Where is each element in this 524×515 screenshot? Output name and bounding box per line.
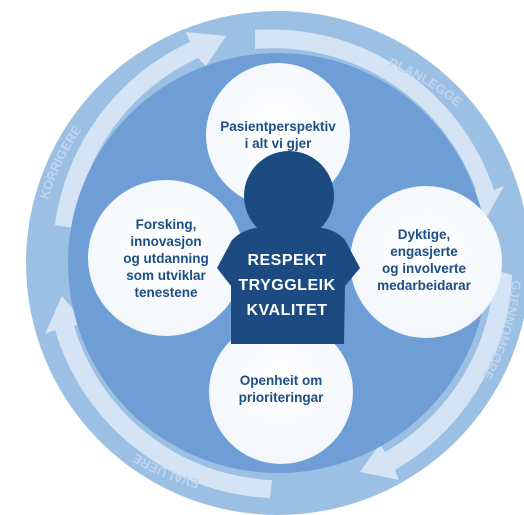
circle-left-line: og utdanning xyxy=(123,251,209,266)
person-body xyxy=(217,228,360,344)
person-figure xyxy=(217,151,360,344)
circle-left-line: innovasjon xyxy=(130,234,202,249)
circle-left-line: tenestene xyxy=(134,285,198,300)
circle-bottom-line: Openheit om xyxy=(239,373,323,388)
core-value-kvalitet: KVALITET xyxy=(246,302,328,319)
circle-top-text: Pasientperspektiv i alt vi gjer xyxy=(208,118,348,152)
person-head xyxy=(244,151,334,241)
circle-right-text: Dyktige, engasjerte og involverte medarb… xyxy=(358,226,490,294)
circle-right xyxy=(350,186,502,338)
circle-right-line: medarbeidarar xyxy=(377,278,471,293)
circle-top-line: i alt vi gjer xyxy=(244,136,312,151)
circle-top-line: Pasientperspektiv xyxy=(220,119,336,134)
core-value-tryggleik: TRYGGLEIK xyxy=(238,277,336,294)
circle-bottom-line: prioriteringar xyxy=(238,390,324,405)
circle-left-text: Forsking, innovasjon og utdanning som ut… xyxy=(96,216,236,301)
core-value-respekt: RESPEKT xyxy=(247,252,327,269)
circle-bottom-text: Openheit om prioriteringar xyxy=(214,372,348,406)
circle-left-line: Forsking, xyxy=(135,217,197,232)
circle-right-line: engasjerte xyxy=(390,244,458,259)
circle-bottom xyxy=(209,320,353,464)
circle-left xyxy=(88,180,244,336)
circle-left-line: som utviklar xyxy=(126,268,206,283)
circle-right-line: og involverte xyxy=(381,261,467,276)
circle-right-line: Dyktige, xyxy=(397,227,451,242)
